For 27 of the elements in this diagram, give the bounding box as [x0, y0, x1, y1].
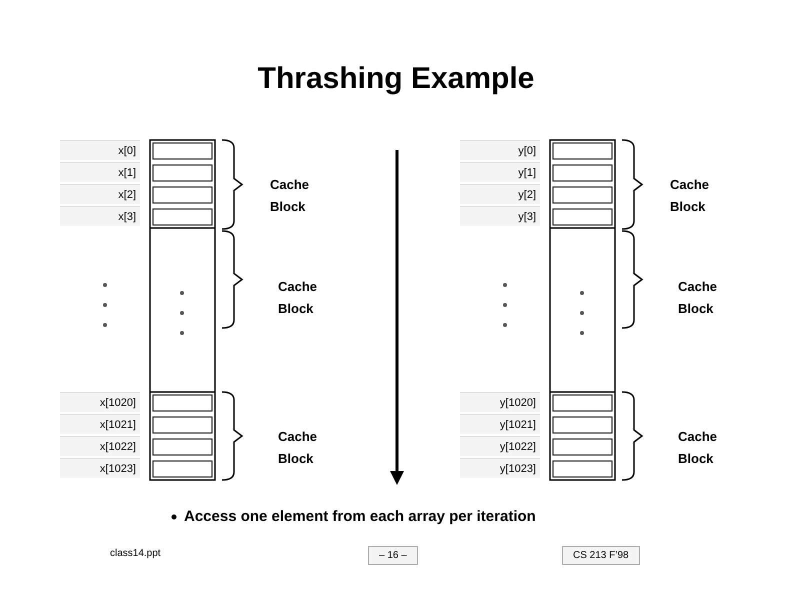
page-number: – 16 – [368, 546, 418, 565]
brace-label: Cache Block [678, 428, 718, 468]
array-element-label: x[3] [60, 206, 140, 226]
array-element-label: y[0] [460, 140, 540, 160]
footer-course: CS 213 F’98 [562, 546, 640, 565]
brace-label: Cache Block [278, 278, 318, 318]
footer-filename: class14.ppt [110, 548, 161, 559]
brace-label: Cache Block [678, 278, 718, 318]
brace-label: Cache Block [270, 176, 310, 216]
array-element-label: y[1022] [460, 436, 540, 456]
array-element-label: y[1023] [460, 458, 540, 478]
array-element-label: x[1022] [60, 436, 140, 456]
array-element-label: x[1] [60, 162, 140, 182]
array-element-label: x[1020] [60, 392, 140, 412]
array-element-label: x[1023] [60, 458, 140, 478]
array-element-label: x[2] [60, 184, 140, 204]
array-element-label: y[2] [460, 184, 540, 204]
array-element-label: y[3] [460, 206, 540, 226]
brace-label: Cache Block [278, 428, 318, 468]
bullet-text: Access one element from each array per iteration [184, 508, 536, 525]
brace-label: Cache Block [670, 176, 710, 216]
array-element-label: y[1020] [460, 392, 540, 412]
array-element-label: y[1] [460, 162, 540, 182]
array-element-label: y[1021] [460, 414, 540, 434]
array-element-label: x[0] [60, 140, 140, 160]
slide-title: Thrashing Example [256, 62, 536, 96]
array-element-label: x[1021] [60, 414, 140, 434]
